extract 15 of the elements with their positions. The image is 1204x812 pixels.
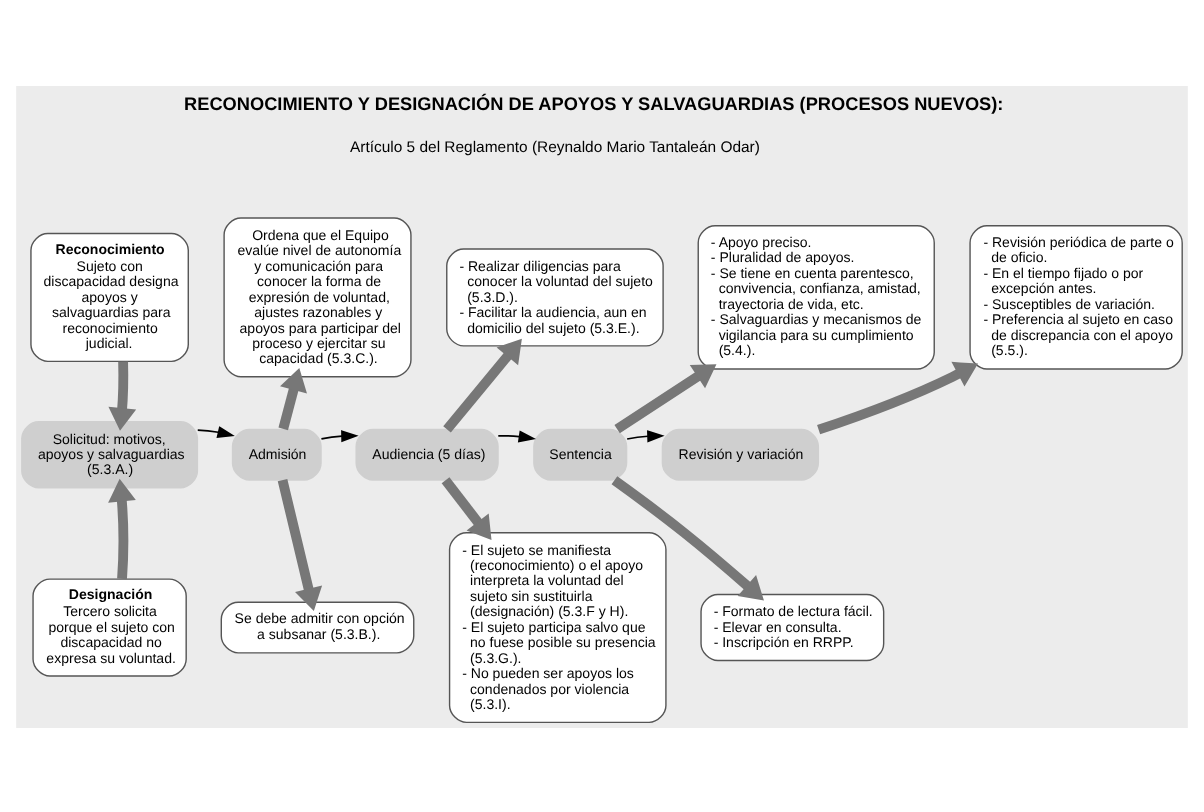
arrow [497,429,536,442]
arrow [108,360,137,430]
diagram-title: RECONOCIMIENTO Y DESIGNACIÓN DE APOYOS Y SALVAGUARDIAS (PROCESOS NUEVOS): [184,93,1004,114]
arrow [278,366,307,430]
arrow [611,475,764,600]
label: Artículo 5 del Reglamento (Reynaldo Mario Tantaleán Odar) [349,136,760,155]
arrow [108,477,136,579]
arrow [320,429,359,442]
arrow [441,476,492,539]
arrow [614,363,717,433]
arrow [277,478,323,610]
arrow [817,360,979,434]
arrow [443,337,522,432]
arrow [626,429,665,442]
arrow [196,425,235,438]
